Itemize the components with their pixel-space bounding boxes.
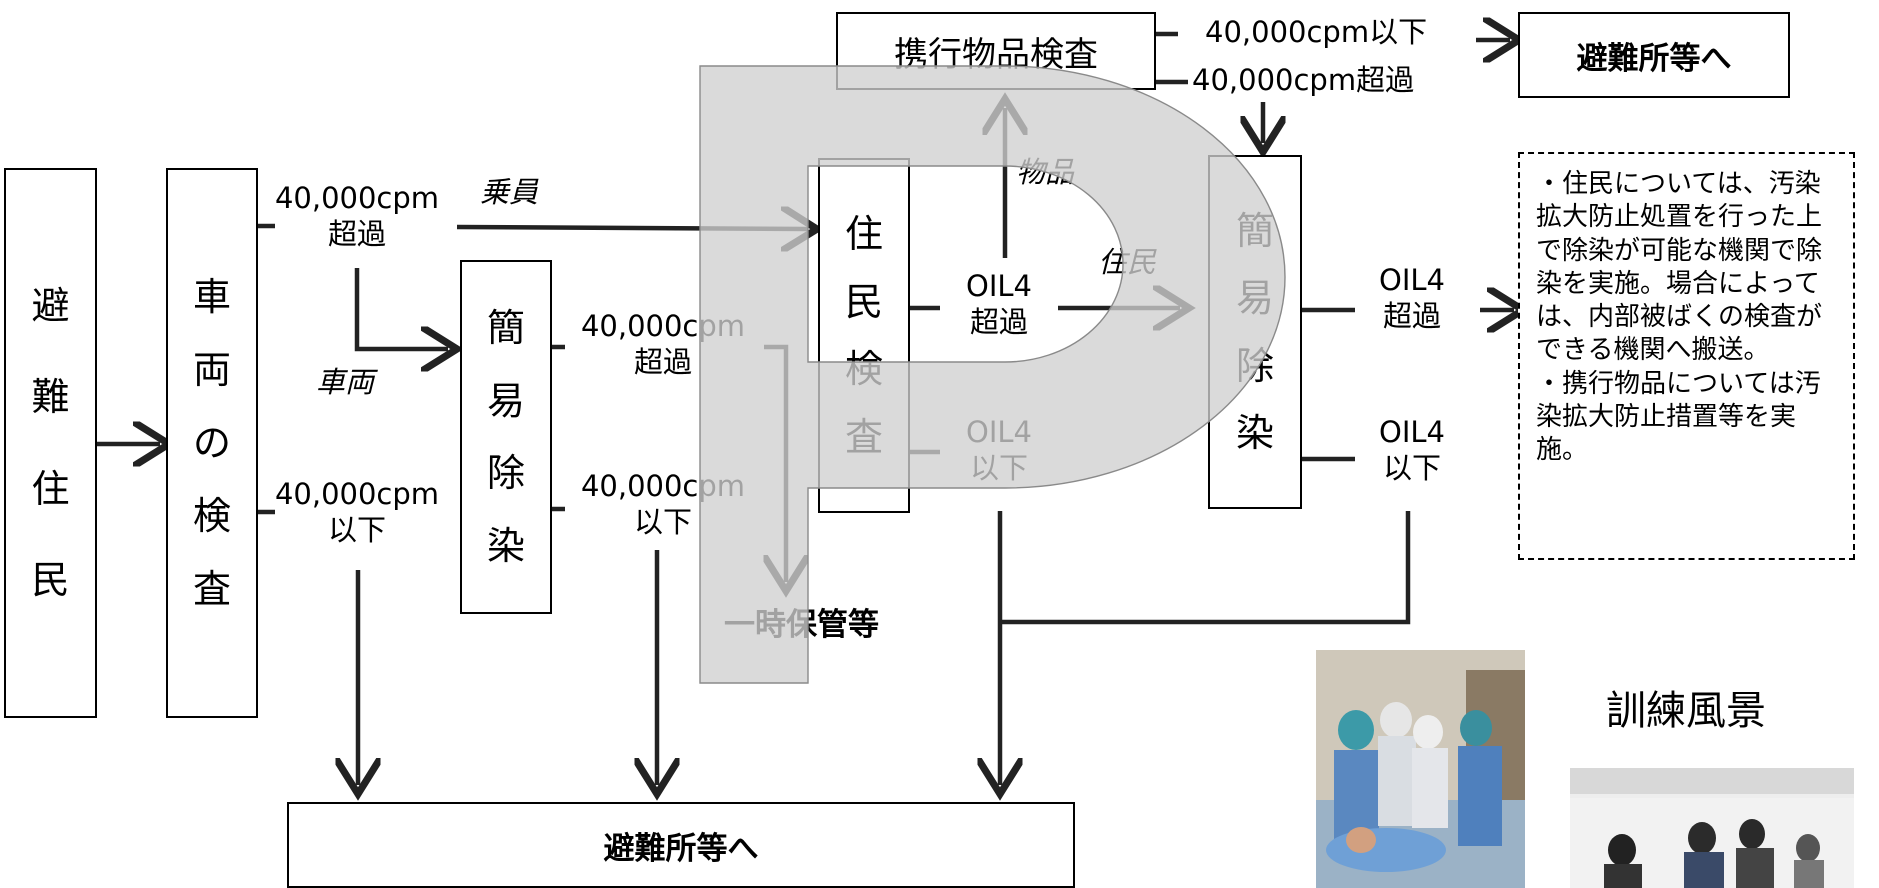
belongings-inspection-label: 携行物品検査 bbox=[894, 34, 1098, 75]
residents-label: 住民 bbox=[1098, 245, 1157, 279]
vehicle-under-line1: 40,000cpm bbox=[274, 477, 440, 511]
vehicle-over-label: 40,000cpm 超過 bbox=[272, 180, 442, 253]
simple-decon-box-2: 簡 易 除 染 bbox=[1208, 155, 1302, 509]
vehicle-inspection-char: の bbox=[192, 420, 231, 465]
simple-decon-2-char: 除 bbox=[1235, 343, 1274, 388]
belongings-inspection-box: 携行物品検査 bbox=[836, 12, 1156, 90]
shelter-top-label: 避難所等へ bbox=[1576, 40, 1732, 77]
oil4-under-label: OIL4 以下 bbox=[944, 414, 1054, 487]
evacuees-char: 民 bbox=[31, 558, 70, 603]
vehicle-inspection-char: 車 bbox=[192, 274, 231, 319]
simple-decon-1-char: 染 bbox=[486, 523, 525, 568]
connector-decon2-under bbox=[1000, 511, 1411, 625]
belongings-over-label: 40,000cpm超過 bbox=[1192, 63, 1415, 97]
resident-inspection-char: 査 bbox=[844, 415, 883, 460]
evacuees-box: 避 難 住 民 bbox=[4, 168, 97, 718]
vehicle-inspection-char: 両 bbox=[192, 347, 231, 392]
resident-inspection-box: 住 民 検 査 bbox=[818, 158, 910, 513]
note-line-belongings: ・携行物品については汚染拡大防止措置等を実施。 bbox=[1536, 368, 1821, 466]
decon1-over-line1: 40,000cpm bbox=[580, 309, 746, 343]
resident-inspection-char: 住 bbox=[844, 211, 883, 256]
oil4-over-line1: OIL4 bbox=[966, 269, 1032, 303]
oil4-under-line2: 以下 bbox=[969, 451, 1028, 486]
vehicle-under-line2: 以下 bbox=[327, 513, 386, 548]
note-line-residents: ・住民については、汚染拡大防止処置を行った上で除染が可能な機関で除染を実施。場合… bbox=[1536, 169, 1823, 366]
simple-decon-1-char: 簡 bbox=[486, 306, 525, 351]
note-box: ・住民については、汚染拡大防止処置を行った上で除染が可能な機関で除染を実施。場合… bbox=[1518, 152, 1855, 560]
vehicle-label: 車両 bbox=[316, 365, 375, 399]
decon2-over-label: OIL4 超過 bbox=[1362, 262, 1462, 335]
oil4-over-line2: 超過 bbox=[969, 305, 1028, 340]
simple-decon-2-char: 簡 bbox=[1235, 208, 1274, 253]
arrow-passengers bbox=[456, 227, 808, 229]
shelter-box-bottom: 避難所等へ bbox=[287, 802, 1075, 888]
simple-decon-1-char: 除 bbox=[486, 451, 525, 496]
simple-decon-box-1: 簡 易 除 染 bbox=[460, 260, 552, 614]
vehicle-over-line1: 40,000cpm bbox=[274, 181, 440, 215]
resident-inspection-char: 民 bbox=[844, 279, 883, 324]
decon2-under-label: OIL4 以下 bbox=[1362, 414, 1462, 487]
decon1-under-line1: 40,000cpm bbox=[580, 469, 746, 503]
decon1-under-label: 40,000cpm 以下 bbox=[578, 468, 748, 541]
training-photo-1 bbox=[1316, 650, 1525, 888]
vehicle-inspection-char: 査 bbox=[192, 567, 231, 612]
vehicle-under-label: 40,000cpm 以下 bbox=[272, 476, 442, 549]
decon1-over-label: 40,000cpm 超過 bbox=[578, 308, 748, 381]
shelter-bottom-label: 避難所等へ bbox=[603, 830, 759, 867]
belongings-under-label: 40,000cpm以下 bbox=[1205, 15, 1428, 49]
arrow-to-temporary-storage bbox=[764, 344, 786, 582]
simple-decon-2-char: 易 bbox=[1235, 276, 1274, 321]
decon2-over-line1: OIL4 bbox=[1379, 263, 1445, 297]
simple-decon-1-char: 易 bbox=[486, 378, 525, 423]
shelter-box-top: 避難所等へ bbox=[1518, 12, 1790, 98]
decon2-under-line1: OIL4 bbox=[1379, 415, 1445, 449]
training-photo-2 bbox=[1570, 768, 1854, 888]
vehicle-over-line2: 超過 bbox=[327, 217, 386, 252]
vehicle-inspection-box: 車 両 の 検 査 bbox=[166, 168, 258, 718]
decon1-over-line2: 超過 bbox=[633, 345, 692, 380]
evacuees-char: 難 bbox=[31, 375, 70, 420]
oil4-under-line1: OIL4 bbox=[966, 415, 1032, 449]
resident-inspection-char: 検 bbox=[844, 347, 883, 392]
training-scene-title: 訓練風景 bbox=[1606, 688, 1766, 734]
decon2-over-line2: 超過 bbox=[1382, 299, 1441, 334]
evacuees-char: 避 bbox=[31, 283, 70, 328]
passengers-label: 乗員 bbox=[480, 175, 539, 209]
vehicle-inspection-char: 検 bbox=[192, 494, 231, 539]
oil4-over-label: OIL4 超過 bbox=[944, 268, 1054, 341]
evacuees-char: 住 bbox=[31, 466, 70, 511]
goods-label: 物品 bbox=[1016, 155, 1075, 189]
temporary-storage-label: 一時保管等 bbox=[724, 607, 879, 643]
decon2-under-line2: 以下 bbox=[1382, 451, 1441, 486]
simple-decon-2-char: 染 bbox=[1235, 411, 1274, 456]
training-photo-1-art bbox=[1316, 650, 1525, 888]
decon1-under-line2: 以下 bbox=[633, 505, 692, 540]
training-photo-2-art bbox=[1570, 768, 1854, 888]
arrow-vehicle-to-decon bbox=[354, 268, 448, 349]
